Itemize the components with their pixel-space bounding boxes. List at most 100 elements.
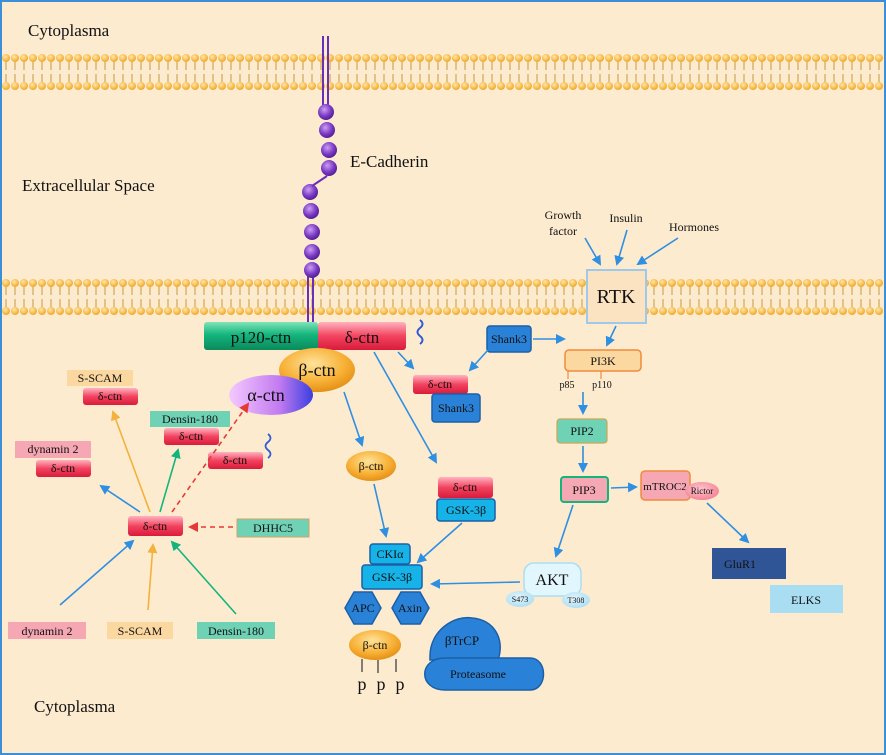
region-extracellular: Extracellular Space	[22, 176, 155, 195]
delta-ctn-center-box	[128, 516, 183, 536]
phospho-2: p	[377, 674, 386, 694]
e-cadherin	[302, 36, 337, 325]
hormones-label: Hormones	[669, 220, 719, 234]
right-arrows	[553, 229, 750, 558]
pip3-label: PIP3	[572, 483, 595, 497]
btrcp-label: βTrCP	[445, 633, 479, 648]
dhhc5-label: DHHC5	[253, 521, 293, 535]
phospho-1: p	[358, 674, 367, 694]
shank3-complex-box	[431, 393, 481, 423]
beta-ctn-free	[346, 451, 396, 481]
gsk3b-label: GSK-3β	[372, 570, 412, 584]
p110-label: p110	[592, 380, 612, 391]
shank3-complex-label: Shank3	[438, 401, 474, 415]
delta-ctn-membrane-label: δ-ctn	[345, 328, 380, 347]
akt-label: AKT	[536, 572, 569, 589]
delta-ctn-palmitoylated-label: δ-ctn	[223, 453, 247, 467]
shank3-label: Shank3	[491, 332, 527, 346]
delta-ctn-sscam-label: δ-ctn	[98, 389, 122, 403]
p85-label: p85	[560, 380, 575, 391]
densin-top-label: Densin-180	[162, 412, 218, 426]
delta-ctn-shank-box	[413, 375, 468, 394]
s473-label: S473	[512, 595, 528, 604]
region-cytoplasm-bottom: Cytoplasma	[34, 697, 116, 716]
dynamin-bottom-box	[8, 622, 86, 639]
shank3-box	[486, 325, 532, 353]
elks-box	[770, 585, 843, 613]
rictor-label: Rictor	[691, 486, 714, 496]
p120-ctn-box	[204, 322, 318, 350]
phosphate-groups: p p p	[358, 659, 405, 694]
densin-bottom-box	[197, 622, 275, 639]
delta-ctn-dynamin-box	[36, 460, 91, 477]
glur1-label: GluR1	[724, 557, 756, 571]
delta-ctn-palmitoylated-box	[208, 452, 263, 469]
apc-hexagon	[344, 591, 382, 625]
t308-site	[562, 592, 590, 608]
gsk3b-box	[361, 564, 423, 590]
delta-ctn-densin-box	[164, 428, 219, 445]
s-scam-top-box	[67, 370, 133, 386]
btrcp-shape	[429, 616, 501, 661]
s-scam-top-label: S-SCAM	[78, 371, 123, 385]
delta-ctn-membrane-box	[318, 322, 406, 350]
dynamin-top-label: dynamin 2	[28, 442, 79, 456]
middle-arrows	[343, 334, 566, 589]
insulin-label: Insulin	[609, 211, 642, 225]
left-arrows	[59, 402, 250, 615]
beta-ctn-main-label: β-ctn	[298, 360, 335, 380]
densin-bottom-label: Densin-180	[208, 624, 264, 638]
p120-ctn-label: p120-ctn	[231, 328, 292, 347]
delta-ctn-densin-label: δ-ctn	[179, 429, 203, 443]
s-scam-bottom-box	[107, 622, 173, 639]
axin-hexagon	[391, 591, 430, 625]
ck1a-label: CKIα	[377, 547, 405, 561]
s-scam-bottom-label: S-SCAM	[118, 624, 163, 638]
palmitoyl-squiggle-icon	[416, 319, 424, 345]
growth-factor-label-1: Growth	[545, 208, 582, 222]
s473-site	[506, 591, 534, 607]
rtk-label: RTK	[597, 286, 636, 308]
phospho-3: p	[396, 674, 405, 694]
delta-ctn-center-label: δ-ctn	[143, 519, 167, 533]
cadherin-domains	[302, 104, 337, 278]
apc-label: APC	[351, 601, 374, 615]
proteasome-label: Proteasome	[450, 667, 506, 681]
glur1-box	[712, 548, 786, 579]
alpha-ctn-label: α-ctn	[247, 385, 284, 405]
pip3-box	[560, 476, 609, 503]
e-cadherin-label: E-Cadherin	[350, 152, 429, 171]
growth-factor-label-2: factor	[549, 224, 577, 238]
pi3k-box	[564, 349, 642, 372]
dynamin-top-box	[15, 441, 91, 458]
rictor	[685, 482, 719, 500]
region-cytoplasm-top: Cytoplasma	[28, 21, 110, 40]
delta-ctn-dynamin-label: δ-ctn	[51, 461, 75, 475]
t308-label: T308	[568, 596, 585, 605]
delta-ctn-shank-label: δ-ctn	[428, 377, 452, 391]
delta-ctn-gsk-label: δ-ctn	[453, 480, 477, 494]
pip2-label: PIP2	[570, 424, 593, 438]
pi3k-label: PI3K	[590, 354, 616, 368]
beta-ctn-free-label: β-ctn	[359, 459, 384, 473]
beta-ctn-phosphorylated	[349, 630, 401, 660]
akt-box	[523, 562, 582, 597]
rtk-receptor	[586, 269, 647, 324]
palmitoyl-squiggle-small-icon	[264, 433, 272, 459]
gsk3b-pair-label: GSK-3β	[446, 503, 486, 517]
mtorc2-label: mTROC2	[643, 481, 686, 493]
elks-label: ELKS	[791, 593, 821, 607]
pip2-box	[556, 418, 608, 444]
alpha-ctn	[229, 375, 313, 415]
delta-ctn-gsk-box	[438, 477, 493, 498]
axin-label: Axin	[398, 601, 422, 615]
upper-membrane	[2, 54, 883, 90]
delta-ctn-sscam-box	[83, 388, 138, 405]
densin-top-box	[150, 411, 230, 427]
ck1a-box	[369, 543, 411, 565]
proteasome-shape	[424, 657, 545, 691]
gsk3b-pair-box	[436, 498, 496, 522]
dynamin-bottom-label: dynamin 2	[22, 624, 73, 638]
